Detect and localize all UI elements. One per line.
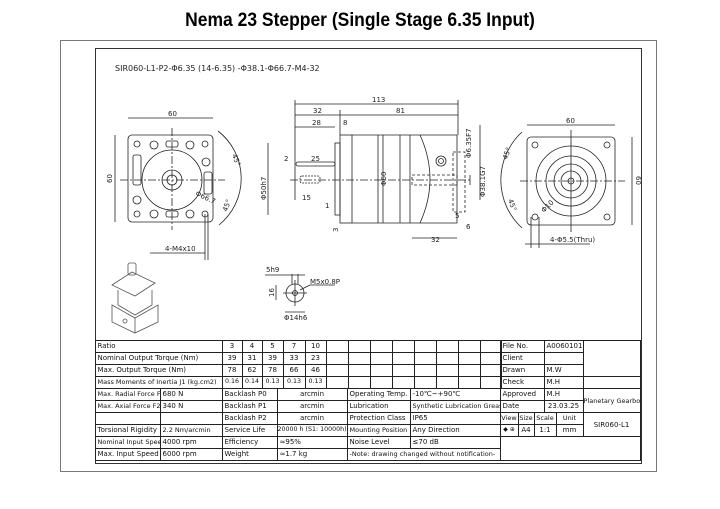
empty-cell	[499, 435, 641, 461]
page-title: Nema 23 Stepper (Single Stage 6.35 Input…	[185, 10, 535, 31]
dim-32: 32	[313, 107, 322, 115]
dim-1: 1	[325, 202, 329, 210]
weight-label: Weight	[221, 447, 278, 461]
dim-81: 81	[396, 107, 405, 115]
dim-front-height: 60	[106, 174, 114, 183]
dim-rear-angle-2: 45°	[506, 198, 518, 212]
dim-rear-width: 60	[566, 117, 575, 125]
dim-pilot: Φ50h7	[260, 177, 268, 200]
dim-3: 3	[332, 228, 340, 232]
model-name: SIR060-L1	[582, 411, 641, 437]
dim-angle-2: 45°	[221, 198, 233, 212]
dim-25: 25	[311, 155, 320, 163]
max-speed-value: 6000 rpm	[159, 447, 223, 461]
dim-body: Φ60	[380, 172, 388, 186]
dim-input-bore: Φ6.35F7	[465, 128, 473, 158]
dim-2: 2	[284, 155, 288, 163]
dim-8: 8	[343, 119, 347, 127]
weight-value: ≈1.7 kg	[276, 447, 348, 461]
dim-shaft: Φ14h6	[284, 314, 308, 322]
dim-rear-height: 60	[634, 176, 642, 185]
spec-code: SIR060-L1-P2-Φ6.35 (14-6.35) -Φ38.1-Φ66.…	[115, 64, 320, 73]
dim-key-height: 16	[268, 288, 276, 297]
dim-rear-angle-1: 45°	[501, 146, 513, 160]
dim-6: 6	[466, 223, 471, 231]
front-view	[114, 117, 242, 260]
side-view	[267, 100, 481, 239]
max-speed-label: Max. Input Speed	[94, 447, 161, 461]
dim-holes: 4-M4x10	[165, 245, 196, 253]
dim-key: 5h9	[266, 266, 279, 274]
dim-angle-1: 45°	[230, 153, 242, 167]
empty-cell	[582, 339, 641, 377]
dim-32b: 32	[431, 236, 440, 244]
dim-overall: 113	[372, 96, 385, 104]
note: -Note: drawing changed without notificat…	[346, 447, 501, 461]
drawing-frame	[95, 48, 642, 464]
dim-input-pilot: Φ38.1G7	[479, 166, 487, 197]
dim-15: 15	[302, 194, 311, 202]
dim-5: 5	[455, 212, 459, 220]
dim-front-width: 60	[168, 110, 177, 118]
isometric-view	[111, 262, 159, 334]
dim-28: 28	[312, 119, 321, 127]
dim-rear-holes: 4-Φ5.5(Thru)	[550, 236, 595, 244]
dim-thread: M5x0.8P	[310, 278, 340, 286]
rear-view	[500, 124, 633, 248]
outer-frame	[60, 40, 657, 472]
product-name: Planetary Gearbox	[582, 387, 641, 413]
shaft-end-view	[265, 274, 335, 313]
